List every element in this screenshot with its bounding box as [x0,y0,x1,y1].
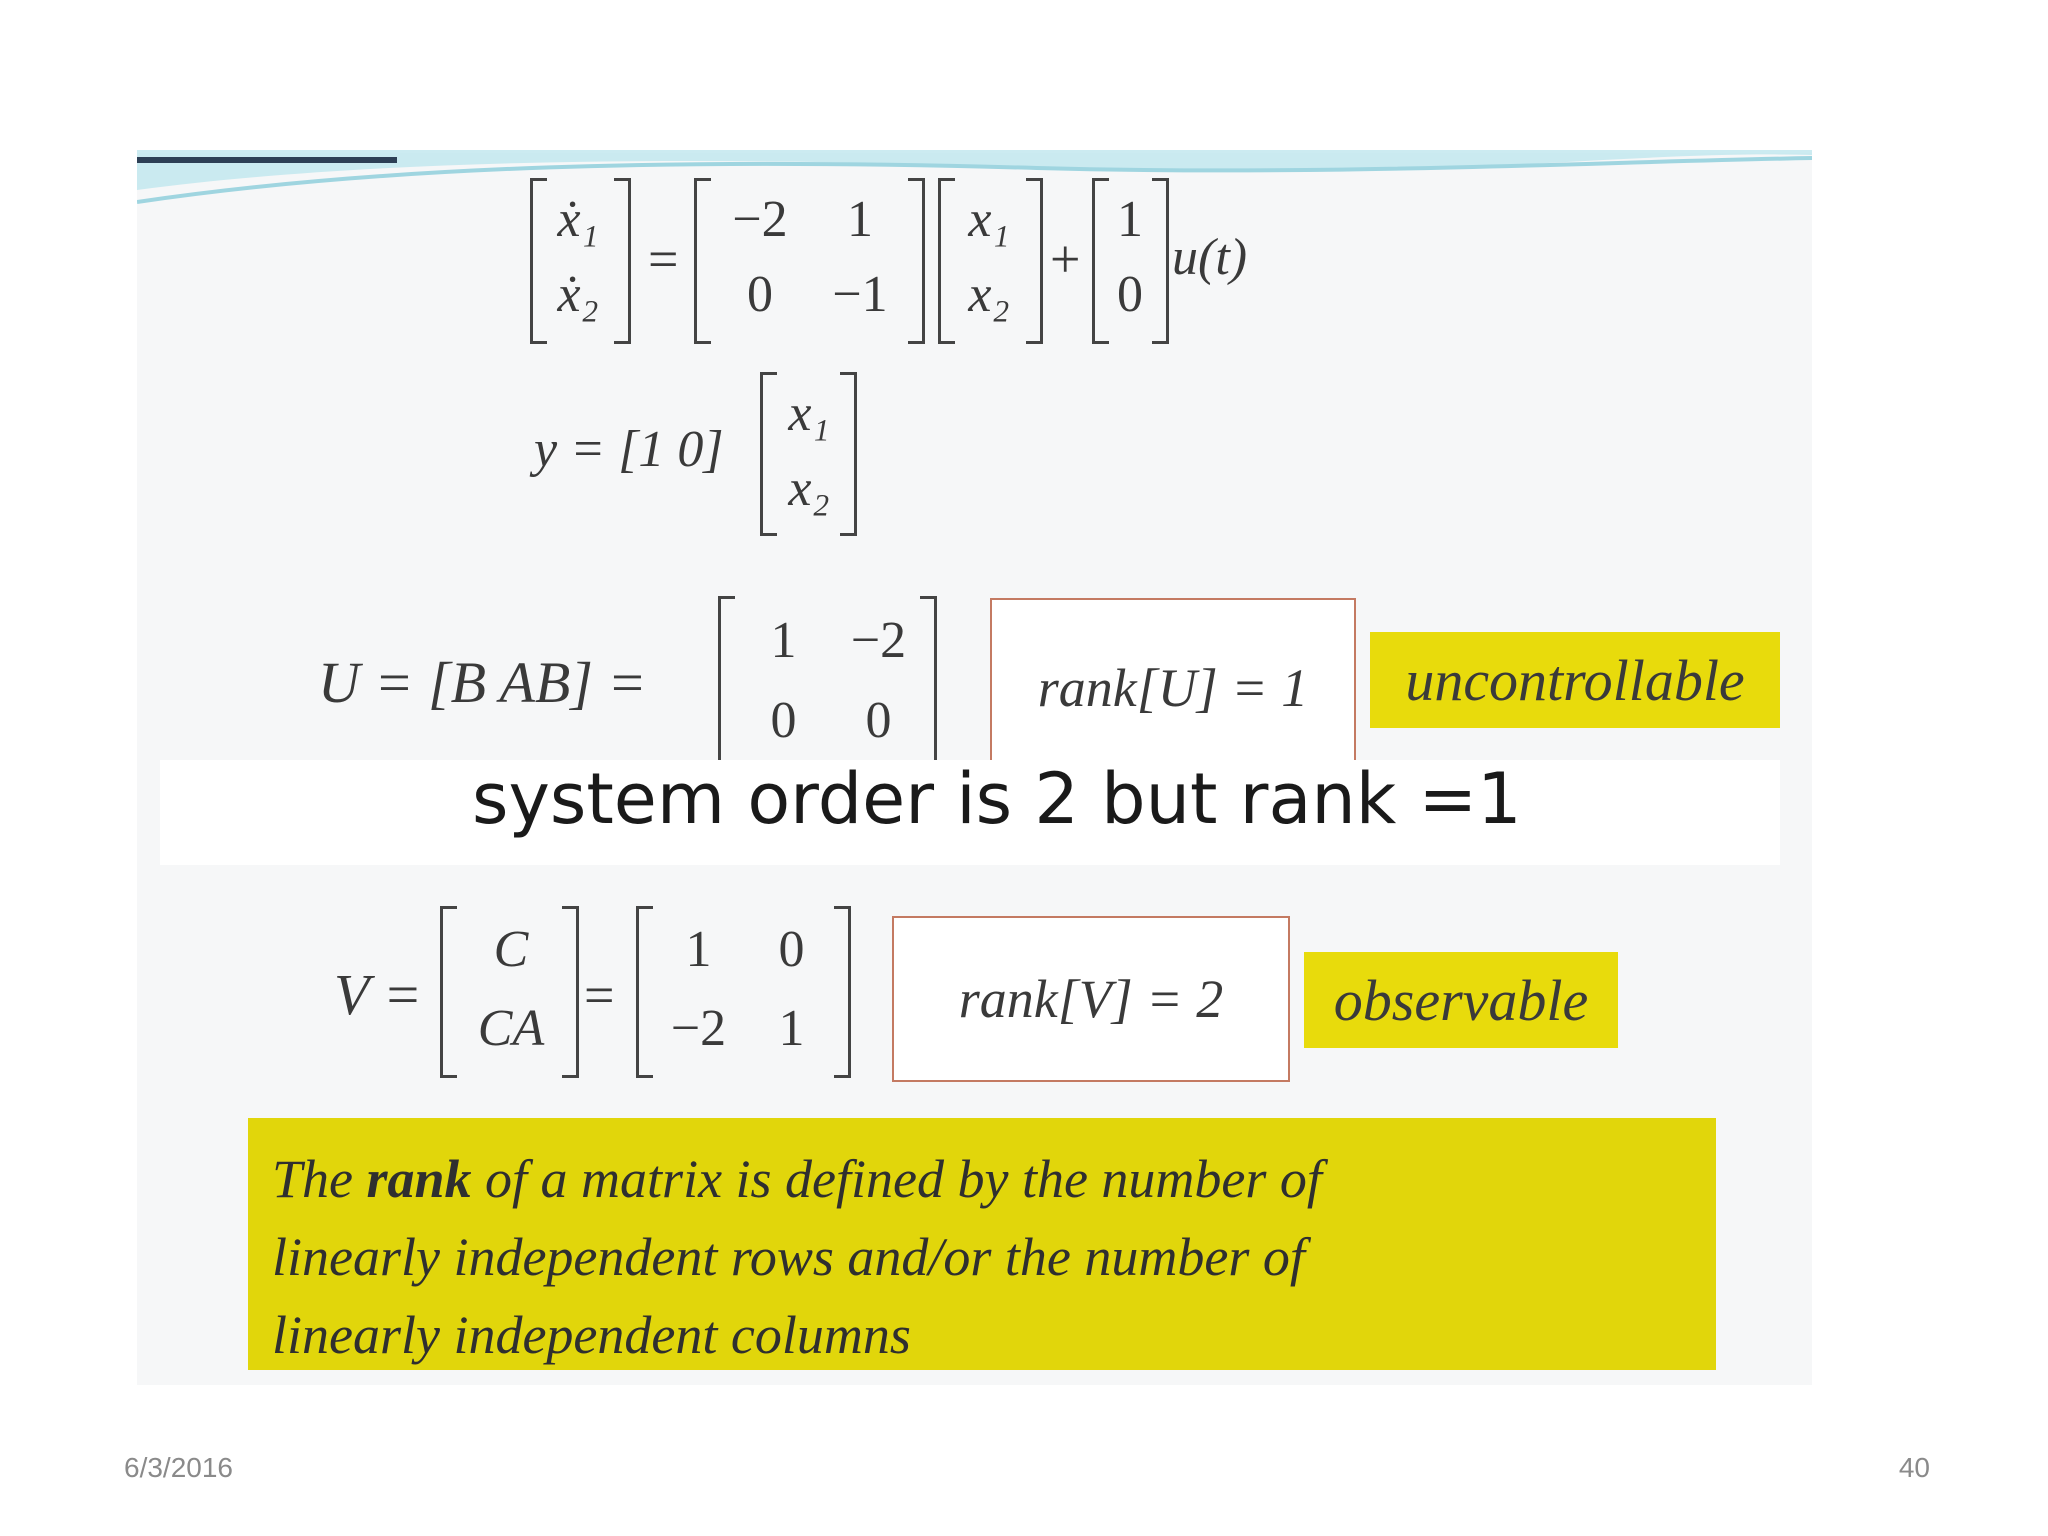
definition-line-1: The rank of a matrix is defined by the n… [272,1149,1322,1209]
observability-lhs: V = [334,962,423,1027]
controllability-lhs: U = [B AB] = [318,650,647,715]
page-number: 40 [1898,1452,1930,1483]
c-ca-stack: C CA [456,910,566,1068]
equals-sign: = [648,229,679,289]
bracket-right [1026,178,1043,344]
u-21: 0 [770,691,797,749]
plus-sign: + [1050,229,1081,289]
x1: x₁ [788,384,830,442]
output-lhs: y = [1 0] [534,421,724,478]
b-1: 1 [1117,191,1143,248]
x1-dot: ẋ₁ [557,190,599,248]
a-matrix: −2 1 0 −1 [710,182,910,332]
bracket-left [938,178,955,344]
bracket-left [760,372,777,536]
state-derivative-vector: ẋ₁ ẋ₂ [548,182,608,332]
definition-line-2: linearly independent rows and/or the num… [272,1227,1305,1287]
v-21: −2 [670,1000,727,1057]
c-entry: C [493,920,529,978]
input-term: u(t) [1172,229,1248,286]
a-22: −1 [832,266,888,323]
u-12: −2 [850,611,907,669]
bracket-left [1092,178,1109,344]
observability-matrix: 1 0 −2 1 [652,910,838,1068]
x2: x₂ [788,459,830,517]
v-22: 1 [778,1000,805,1057]
equals-sign: = [584,965,615,1025]
rank-keyword: rank [366,1149,472,1209]
bracket-right [920,596,937,772]
rank-definition-box: The rank of a matrix is defined by the n… [248,1118,1716,1370]
u-11: 1 [770,611,797,669]
v-11: 1 [685,921,712,978]
header-wave-decoration [137,150,1812,204]
a-11: −2 [732,191,788,248]
observable-tag: observable [1304,952,1618,1048]
bracket-right [834,906,851,1078]
x1: x₁ [968,190,1010,248]
bracket-left [718,596,735,772]
bracket-left [636,906,653,1078]
a-12: 1 [847,191,873,248]
controllability-rank-box: rank[U] = 1 [990,598,1356,778]
banner-strip [160,760,1780,865]
bracket-right [614,178,631,344]
definition-line-3: linearly independent columns [272,1305,911,1365]
footer-date: 6/3/2016 [124,1452,233,1483]
system-order-note: system order is 2 but rank =1 [472,758,1522,840]
x2: x₂ [968,265,1010,323]
bracket-right [562,906,579,1078]
uncontrollable-tag: uncontrollable [1370,632,1780,728]
a-21: 0 [747,266,773,323]
bracket-left [440,906,457,1078]
state-vector: x₁ x₂ [954,182,1024,332]
u-22: 0 [865,691,892,749]
x2-dot: ẋ₂ [557,265,599,323]
bracket-right [840,372,857,536]
bracket-right [908,178,925,344]
controllability-matrix: 1 −2 0 0 [736,600,926,760]
output-state-vector: x₁ x₂ [776,376,842,526]
b-2: 0 [1117,266,1143,323]
bracket-left [694,178,711,344]
ca-entry: CA [477,999,545,1057]
bracket-right [1152,178,1169,344]
b-vector: 1 0 [1106,182,1154,332]
v-12: 0 [778,921,805,978]
observability-rank-box: rank[V] = 2 [892,916,1290,1082]
bracket-left [530,178,547,344]
